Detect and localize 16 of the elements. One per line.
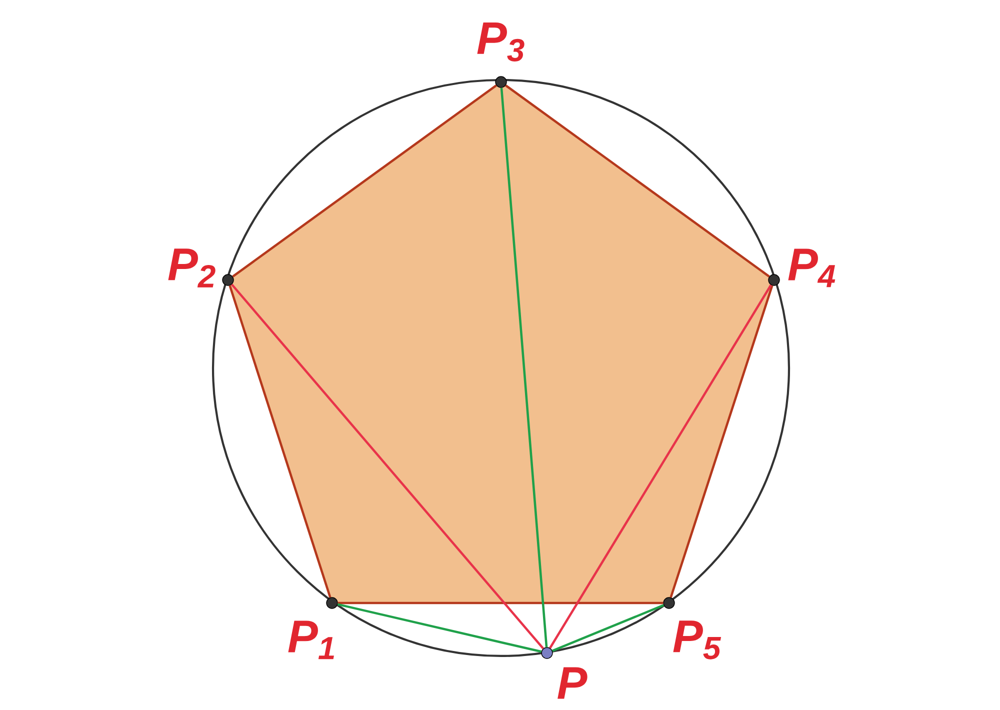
line-segment: [338, 602, 664, 604]
point-label: P$_{5}$: [673, 620, 722, 660]
line-segment: [505, 84, 770, 278]
point-label: P$_{4}$: [788, 248, 836, 288]
line-segment: [230, 284, 544, 650]
line-segment: [670, 285, 774, 598]
line-segment: [337, 603, 542, 653]
line-segment: [228, 285, 332, 598]
point-label: P$_{2}$: [168, 248, 216, 288]
point-label: P$_{1}$: [288, 620, 334, 660]
line-segment: [232, 84, 497, 278]
point-label: P$_{3}$: [477, 22, 524, 62]
point-label: P: [558, 667, 588, 699]
line-segment: [500, 88, 548, 648]
line-segment: [549, 284, 772, 649]
line-segment: [552, 604, 664, 652]
